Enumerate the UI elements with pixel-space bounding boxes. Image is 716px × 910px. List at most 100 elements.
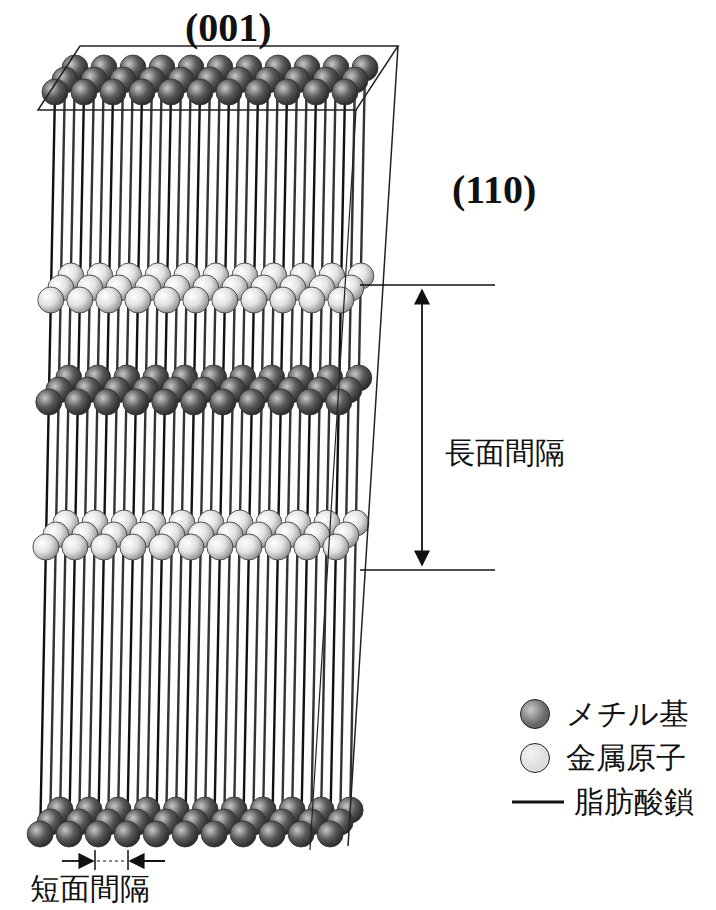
chain-line (60, 523, 66, 810)
methyl-sphere (274, 79, 300, 105)
chain-line (214, 547, 220, 834)
chain-line (51, 92, 55, 300)
chain-line (148, 80, 152, 288)
chain-line (79, 535, 85, 822)
crystal-planes (38, 46, 398, 850)
chain-line (69, 547, 75, 834)
chain-line (90, 80, 94, 288)
metal-sphere (178, 534, 204, 560)
methyl-sphere (152, 389, 178, 415)
metal-sphere (265, 534, 291, 560)
chain-line (177, 80, 181, 288)
metal-sphere (96, 287, 122, 313)
metal-sphere (67, 287, 93, 313)
metal-sphere (207, 534, 233, 560)
methyl-sphere (94, 389, 120, 415)
chain-line (253, 535, 259, 822)
chain-line (322, 80, 326, 288)
chain-line (61, 80, 65, 288)
short-spacing-marker (62, 850, 165, 870)
chain-line (340, 535, 346, 822)
methyl-sphere (201, 821, 227, 847)
methyl-sphere (259, 821, 285, 847)
metal-sphere (149, 534, 175, 560)
methyl-sphere (123, 389, 149, 415)
legend-label: 金属原子 (566, 741, 686, 774)
dimension-label: 長面間隔 (445, 436, 565, 469)
metal-sphere (183, 287, 209, 313)
legend-entry: メチル基 (512, 697, 689, 730)
dimension-label: 短面間隔 (30, 872, 150, 905)
chain-line (185, 547, 191, 834)
chain-line (282, 535, 288, 822)
tick-line (94, 850, 96, 870)
methyl-sphere (71, 79, 97, 105)
metal-sphere (154, 287, 180, 313)
methyl-sphere (114, 821, 140, 847)
legend-label: メチル基 (566, 697, 689, 730)
fatty-acid-chains (40, 68, 365, 834)
methyl-sphere (56, 821, 82, 847)
methyl-sphere (187, 79, 213, 105)
chain-line (224, 535, 230, 822)
methyl-sphere (129, 79, 155, 105)
long-spacing-marker (360, 285, 495, 570)
methyl-sphere (245, 79, 271, 105)
plane-label: (110) (452, 168, 536, 212)
chain-line (272, 547, 278, 834)
methyl-sphere (297, 389, 323, 415)
dashed-line (97, 860, 126, 861)
chain-line (40, 547, 46, 834)
legend-swatch (520, 699, 550, 729)
legend-entry: 金属原子 (512, 741, 686, 774)
legend-swatch (520, 743, 550, 773)
plane-label: (001) (185, 6, 272, 50)
metal-sphere (125, 287, 151, 313)
legend-entry: 脂肪酸鎖 (512, 785, 694, 818)
methyl-sphere (100, 79, 126, 105)
chain-line (234, 523, 240, 810)
chain-line (206, 80, 210, 288)
tick-line (127, 850, 129, 870)
metal-sphere (33, 534, 59, 560)
methyl-sphere (303, 79, 329, 105)
chain-line (98, 547, 104, 834)
chain-line (119, 80, 123, 288)
chain-line (127, 547, 133, 834)
methyl-sphere (317, 821, 343, 847)
methyl-sphere (230, 821, 256, 847)
chain-line (263, 523, 269, 810)
chain-line (50, 535, 56, 822)
metal-sphere (328, 287, 354, 313)
methyl-sphere (172, 821, 198, 847)
metal-sphere (91, 534, 117, 560)
methyl-sphere (332, 79, 358, 105)
chain-line (89, 523, 95, 810)
methyl-sphere (210, 389, 236, 415)
dimension-arrow (421, 290, 423, 565)
chain-line (321, 523, 327, 810)
chain-line (118, 523, 124, 810)
methyl-sphere (181, 389, 207, 415)
legend-label: 脂肪酸鎖 (574, 785, 694, 818)
chain-line (301, 547, 307, 834)
chain-line (137, 535, 143, 822)
chain-line (205, 523, 211, 810)
dimension-arrow (62, 860, 93, 862)
tick-line (360, 284, 495, 286)
tick-line (360, 569, 495, 571)
methyl-sphere (27, 821, 53, 847)
chain-line (264, 80, 268, 288)
chain-line (195, 535, 201, 822)
atom-spheres (27, 55, 378, 847)
plane-edge (310, 110, 356, 850)
methyl-sphere (85, 821, 111, 847)
chain-line (292, 523, 298, 810)
methyl-sphere (158, 79, 184, 105)
plane-001 (38, 46, 398, 110)
legend-line-sample (512, 792, 568, 812)
chain-line (176, 523, 182, 810)
metal-sphere (38, 287, 64, 313)
metal-sphere (241, 287, 267, 313)
chain-line (108, 535, 114, 822)
